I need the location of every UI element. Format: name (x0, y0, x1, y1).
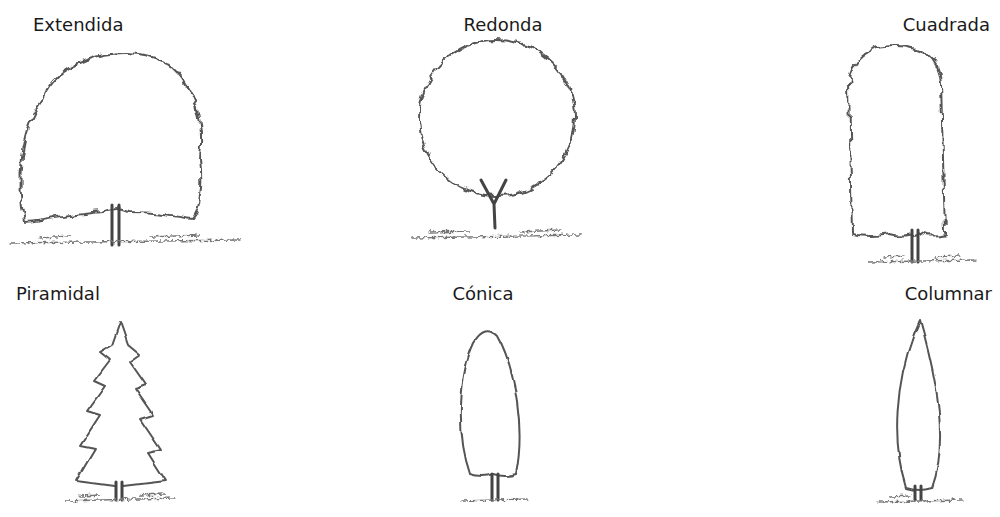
tree-shape-label: Cuadrada (903, 14, 990, 36)
tree-trunk (492, 474, 498, 500)
tree-crown (419, 40, 575, 196)
spreading-tree (10, 53, 240, 245)
ground-line (412, 230, 580, 238)
tree-trunk (116, 482, 122, 500)
square-tree (849, 46, 975, 262)
tree-trunk (481, 180, 506, 228)
tree-shape-label: Columnar (905, 283, 992, 305)
conical-tree (461, 331, 528, 501)
tree-crown (76, 322, 166, 486)
tree-shape-label: Piramidal (16, 283, 100, 305)
tree-trunk (915, 486, 921, 500)
tree-shape-label: Cónica (453, 283, 514, 305)
tree-crown (897, 320, 940, 490)
round-tree (412, 40, 580, 238)
tree-trunk (112, 205, 119, 245)
tree-crown (849, 46, 945, 236)
ground-line (10, 235, 240, 243)
ground-line (462, 499, 528, 501)
tree-trunk (912, 230, 918, 262)
columnar-tree (878, 320, 962, 502)
ground-line (65, 494, 175, 501)
tree-crown (21, 53, 202, 222)
tree-crown (461, 331, 520, 476)
tree-shape-label: Redonda (463, 14, 542, 36)
tree-shape-label: Extendida (33, 14, 123, 36)
pyramidal-tree (65, 322, 175, 501)
ground-line (878, 496, 962, 502)
ground-line (868, 256, 975, 262)
